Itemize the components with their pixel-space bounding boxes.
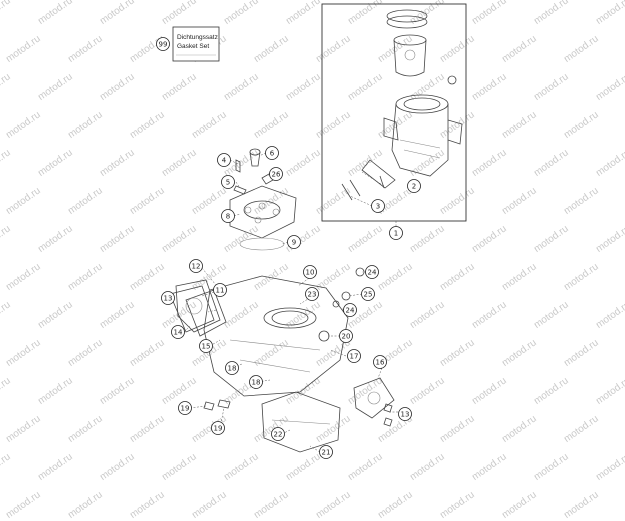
right-cover [353,377,395,419]
leader-lines [183,152,398,453]
callout-label: 8 [226,213,230,221]
gasket-set-box: Dichtungssatz Gasket Set [172,26,220,62]
callout-25: 25 [361,287,375,301]
callout-label: 21 [322,449,331,457]
callout-3: 3 [371,199,385,213]
callout-24a: 24 [365,265,379,279]
callout-label: 10 [306,269,315,277]
callout-13b: 13 [398,407,412,421]
callout-9: 9 [287,235,301,249]
bottom-cover [261,391,341,453]
callout-17: 17 [347,349,361,363]
watermark-text: motod.ru [4,489,43,521]
callout-21: 21 [319,445,333,459]
cylinder-head [229,185,297,239]
callout-6: 6 [265,146,279,160]
callout-label: 5 [226,179,230,187]
watermark-text: motod.ru [376,489,415,521]
callout-4: 4 [217,153,231,167]
callout-label: 4 [222,157,227,165]
callout-label: 22 [274,431,283,439]
watermark-text: motod.ru [438,489,477,521]
head-gasket [239,237,285,251]
callout-16: 16 [373,355,387,369]
callout-18a: 18 [225,361,239,375]
callout-8: 8 [221,209,235,223]
callout-24b: 24 [343,303,357,317]
callout-label: 23 [308,291,317,299]
callout-label: 19 [181,405,190,413]
callout-14: 14 [171,325,185,339]
callout-1: 1 [389,226,403,240]
callout-15: 15 [199,339,213,353]
callout-26: 26 [269,167,283,181]
piston [393,34,457,85]
callout-label: 17 [350,353,359,361]
callout-label: 12 [192,263,201,271]
watermark-text: motod.ru [66,489,105,521]
callout-22: 22 [271,427,285,441]
watermark-text: motod.ru [500,489,539,521]
callout-19a: 19 [178,401,192,415]
callout-label: 13 [401,411,410,419]
gasket-set-label-de: Dichtungssatz [177,34,218,41]
watermark-text: motod.ru [314,489,353,521]
callout-label: 25 [364,291,373,299]
callout-99: 99 [156,37,170,51]
callout-label: 9 [292,239,296,247]
callout-label: 14 [174,329,183,337]
callout-12: 12 [189,259,203,273]
callout-label: 1 [394,230,398,238]
callout-label: 11 [216,287,225,295]
cylinder-assembly-frame [321,3,467,222]
callout-23: 23 [305,287,319,301]
callout-label: 19 [214,425,223,433]
callout-label: 3 [376,203,380,211]
callout-label: 6 [270,150,275,158]
callout-label: 18 [252,379,261,387]
callout-layer: 9912345689101112131314151617181819192021… [156,37,421,459]
callout-label: 15 [202,343,211,351]
cylinder-studs [341,175,385,201]
callout-11: 11 [213,283,227,297]
piston-rings [386,9,428,29]
callout-20: 20 [339,329,353,343]
callout-2: 2 [407,179,421,193]
gasket-set-label-en: Gasket Set [177,43,209,50]
callout-label: 13 [164,295,173,303]
callout-label: 18 [228,365,237,373]
callout-13a: 13 [161,291,175,305]
callout-19b: 19 [211,421,225,435]
callout-label: 24 [368,269,377,277]
callout-18b: 18 [249,375,263,389]
watermark-text: motod.ru [562,489,601,521]
callout-label: 16 [376,359,385,367]
callout-label: 2 [412,183,416,191]
cylinder [361,94,463,189]
watermark-text: motod.ru [190,489,229,521]
callout-label: 99 [159,41,168,49]
callout-5: 5 [221,175,235,189]
watermark-text: motod.ru [128,489,167,521]
callout-10: 10 [303,265,317,279]
exploded-parts-diagram: Dichtungssatz Gasket Set [156,3,467,459]
left-cover [175,279,221,333]
watermark-text: motod.ru [252,489,291,521]
callout-label: 20 [342,333,351,341]
callout-label: 26 [272,171,281,179]
callout-label: 24 [346,307,355,315]
